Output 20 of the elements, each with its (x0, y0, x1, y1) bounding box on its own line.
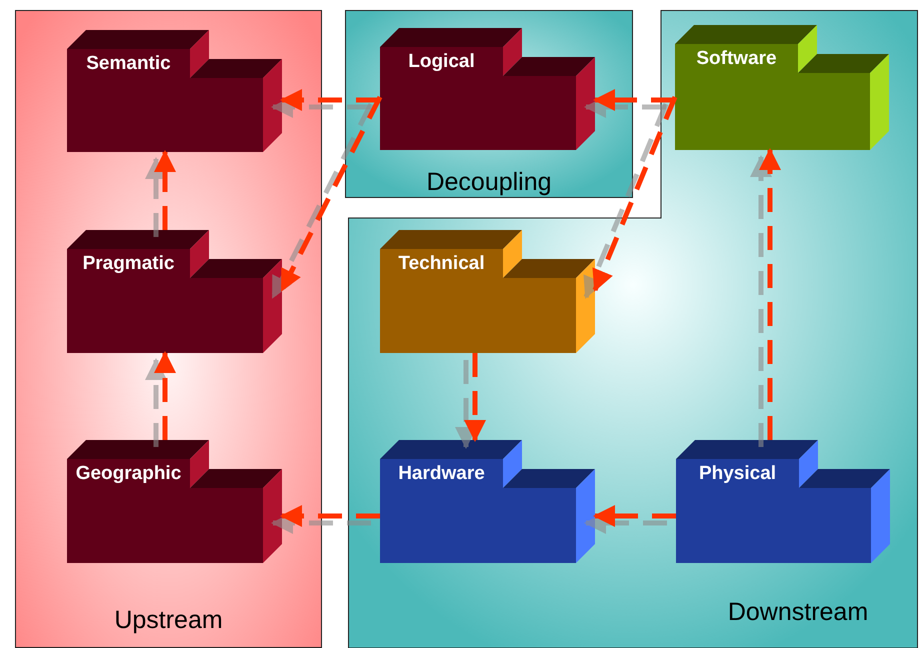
dashed-arrow (592, 96, 678, 292)
dashed-arrow (154, 150, 176, 230)
package-label: Hardware (397, 463, 486, 485)
package-label: Pragmatic (82, 253, 176, 275)
dashed-arrow (280, 89, 380, 111)
package-label: Physical (698, 463, 778, 485)
dashed-arrow (280, 505, 380, 527)
region-label: Upstream (113, 605, 224, 635)
dashed-arrow (280, 96, 382, 292)
package-label: Semantic (85, 53, 172, 75)
package-label: Software (695, 48, 778, 70)
dashed-arrow (593, 505, 676, 527)
package-label: Geographic (74, 463, 182, 485)
region-label: Decoupling (425, 167, 553, 197)
dashed-arrow (464, 353, 486, 442)
region-label: Downstream (726, 597, 870, 627)
dashed-arrow (593, 89, 675, 111)
package-label: Technical (397, 253, 486, 275)
dashed-arrow (759, 148, 781, 440)
package-label: Logical (407, 51, 476, 73)
